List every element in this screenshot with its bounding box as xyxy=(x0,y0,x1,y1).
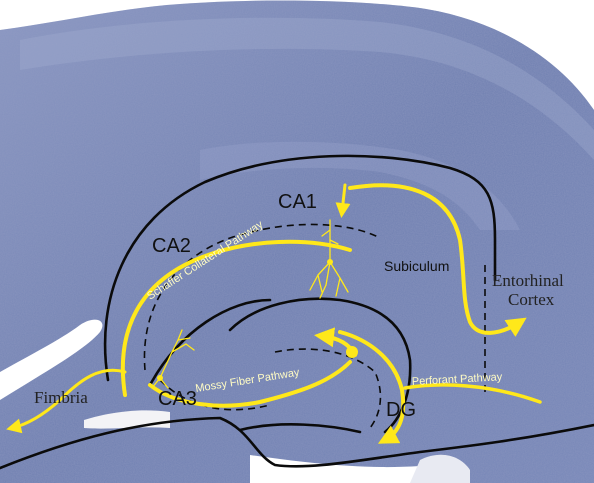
label-entorhinal-1: Entorhinal xyxy=(492,271,564,290)
label-fimbria: Fimbria xyxy=(34,388,88,407)
label-subiculum: Subiculum xyxy=(384,258,449,274)
label-ca2: CA2 xyxy=(152,235,191,257)
dg-granule-cell xyxy=(346,346,358,358)
label-ca3: CA3 xyxy=(158,388,197,410)
label-entorhinal-2: Cortex xyxy=(508,290,555,309)
label-ca1: CA1 xyxy=(278,191,317,213)
label-dg: DG xyxy=(386,399,416,421)
